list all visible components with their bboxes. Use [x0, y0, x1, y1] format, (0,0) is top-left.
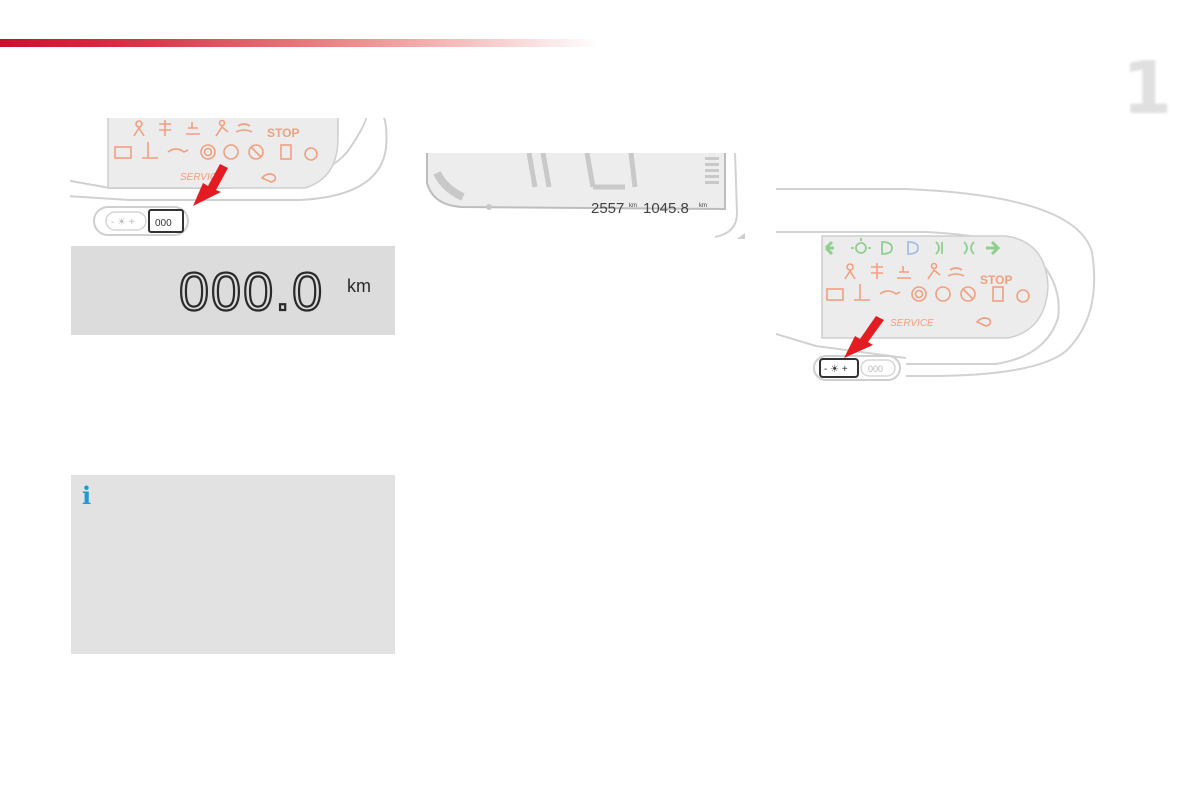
pointer-arrow-icon: [193, 164, 228, 206]
cluster-figure-odometer: 2557 km 1045.8 km: [425, 153, 747, 241]
cluster-figure-trip-reset: STOP SERVICE - ☀ + 000: [70, 118, 396, 246]
trip-reset-button[interactable]: 000: [868, 364, 883, 374]
info-icon: i: [82, 481, 92, 510]
info-note-box: i: [71, 475, 395, 654]
stop-warning-label: STOP: [267, 126, 299, 140]
trip-lcd-value: 000.0: [179, 262, 324, 322]
trip-lcd-unit: km: [347, 276, 371, 296]
service-warning-label: SERVICE: [180, 172, 224, 183]
service-warning-label: SERVICE: [890, 318, 934, 329]
odometer-total: 2557: [591, 200, 624, 217]
pointer-arrow-icon: [844, 316, 884, 358]
trip-total: 1045.8: [643, 200, 689, 217]
stop-warning-label: STOP: [980, 273, 1012, 287]
chapter-number: 1: [1122, 46, 1173, 130]
chapter-header-bar: [0, 39, 600, 47]
trip-lcd-display: 000.0 km: [71, 246, 395, 335]
cluster-figure-brightness: STOP SERVICE - ☀ + 000: [776, 186, 1106, 394]
trip-reset-button[interactable]: 000: [155, 218, 172, 229]
brightness-button[interactable]: - ☀ +: [824, 364, 848, 375]
trip-total-unit: km: [699, 203, 707, 209]
odometer-total-unit: km: [629, 203, 637, 209]
brightness-button[interactable]: - ☀ +: [111, 217, 135, 228]
